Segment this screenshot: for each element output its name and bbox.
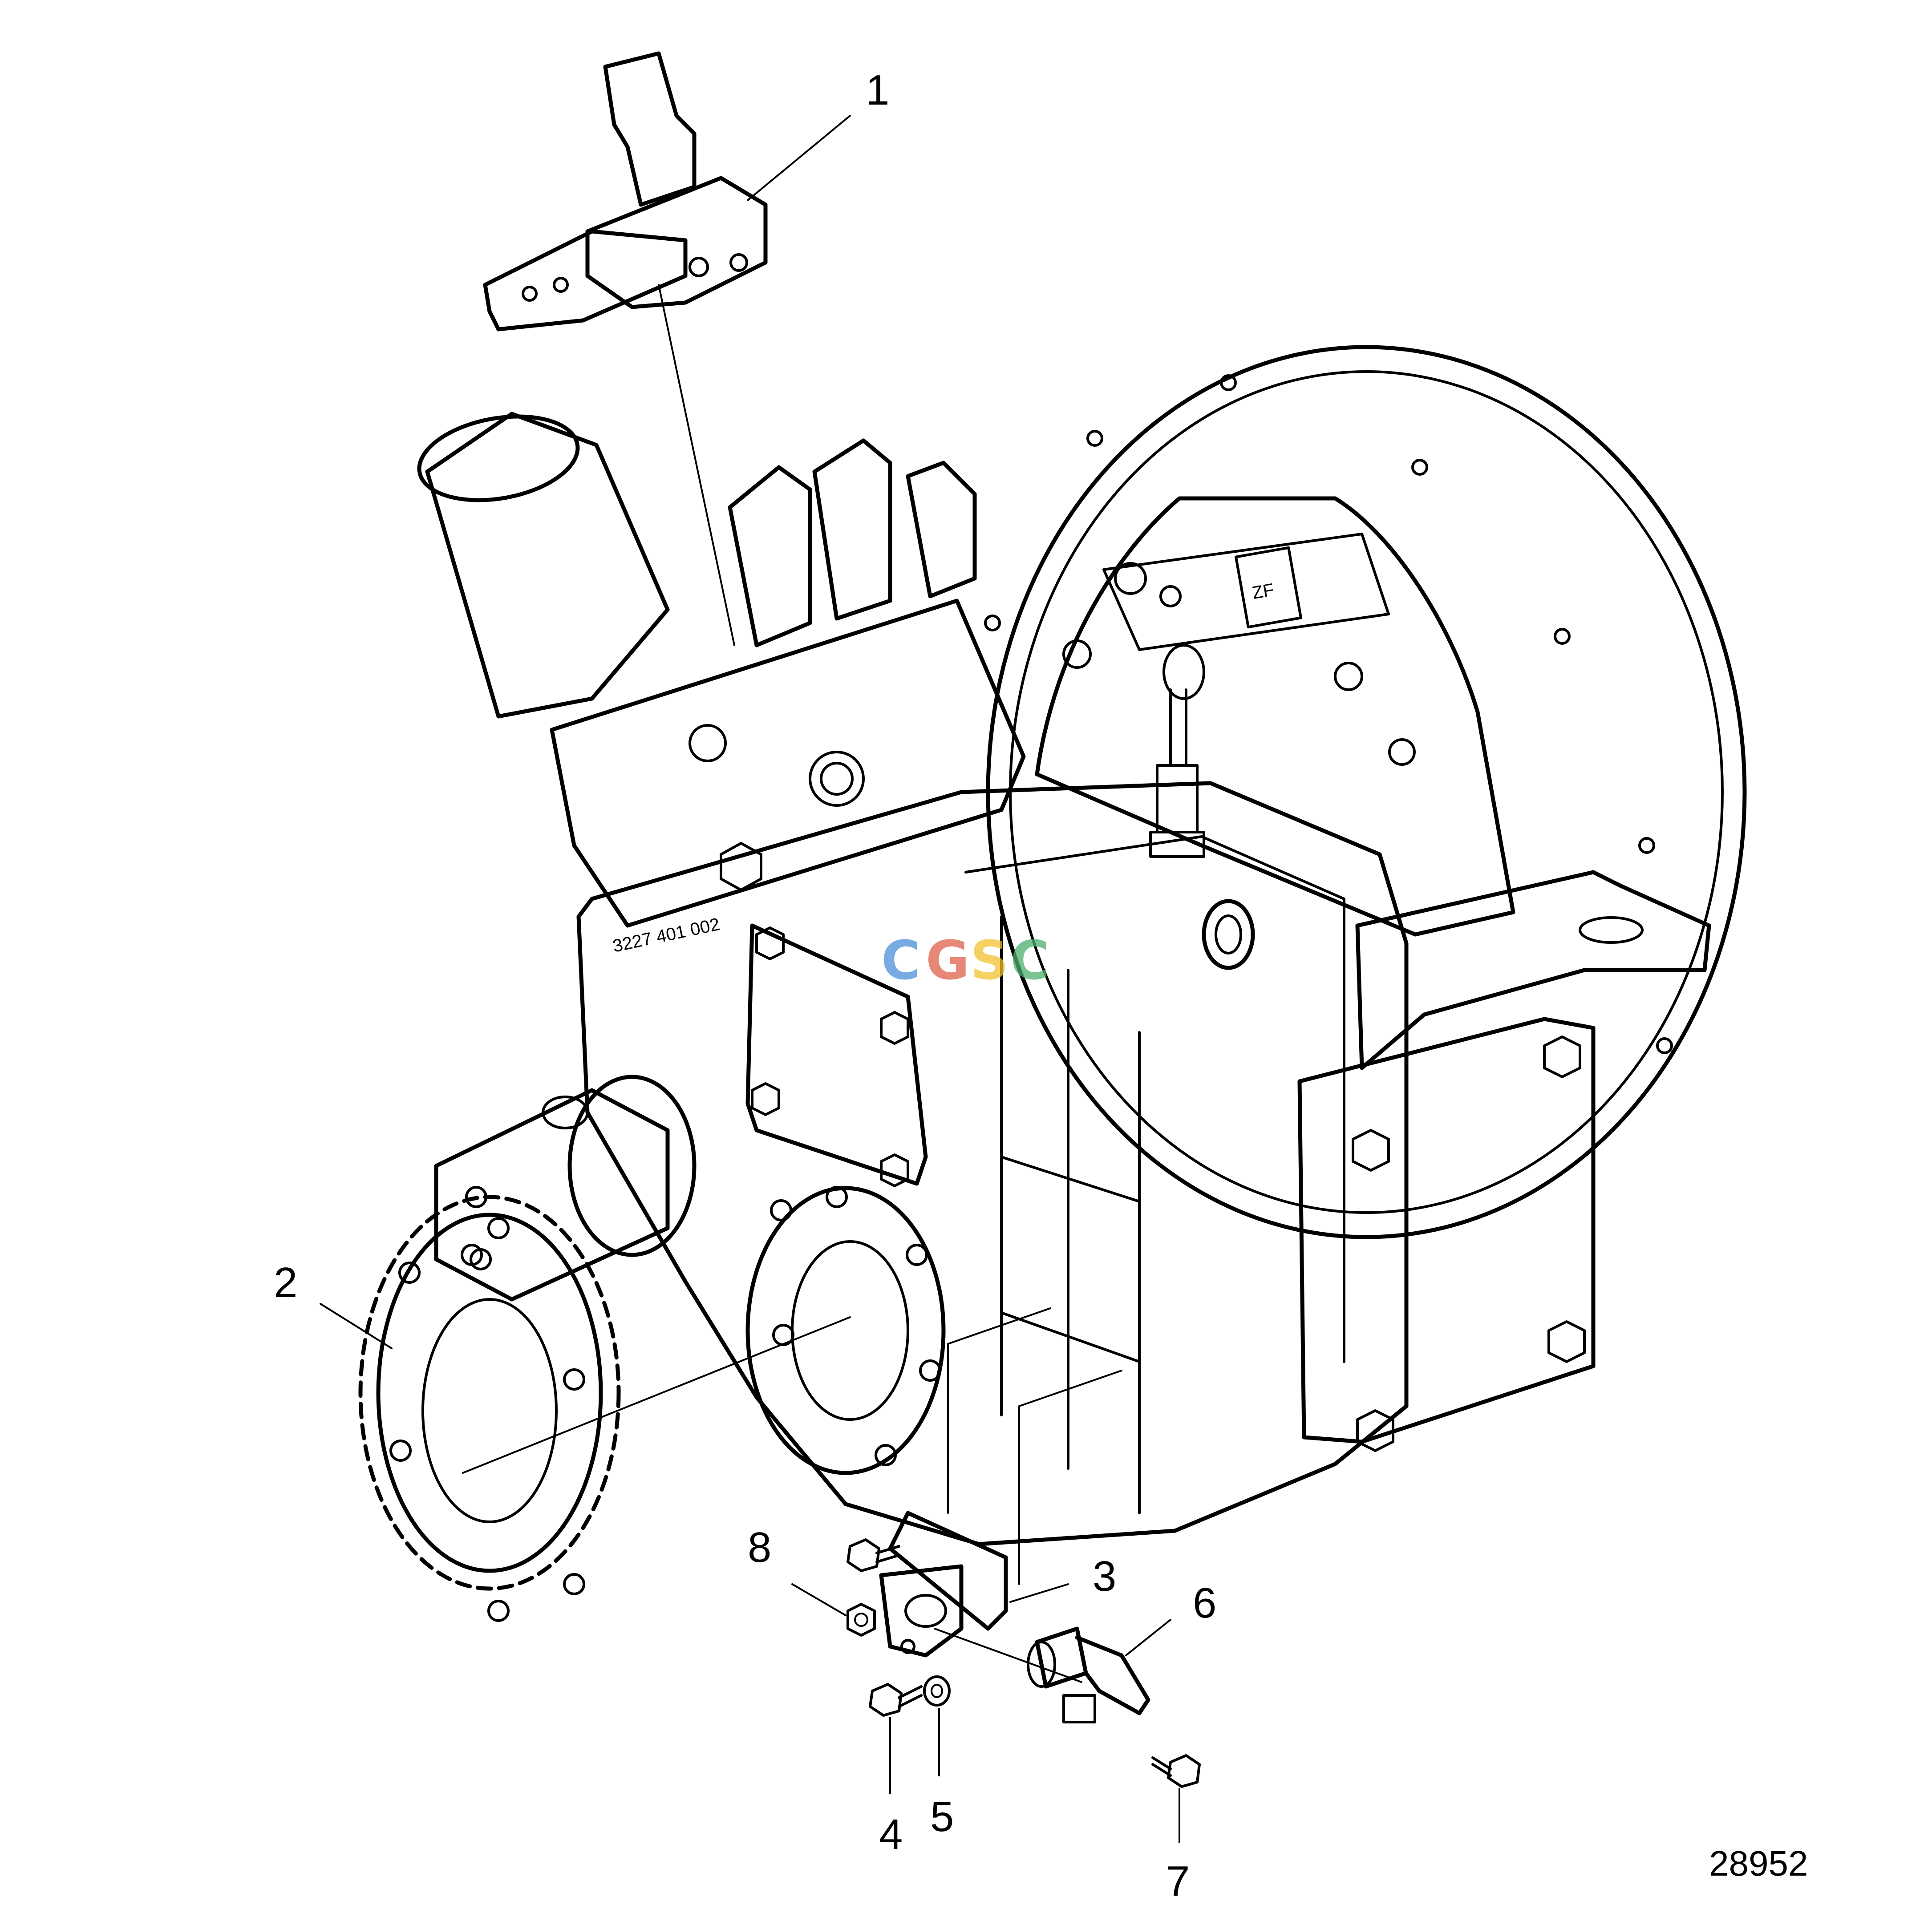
leader-lines xyxy=(320,115,1180,1843)
dipstick xyxy=(1149,644,1205,858)
zf-logo-text: ZF xyxy=(1251,580,1276,603)
callout-4: 4 xyxy=(879,1811,903,1858)
bolt-icon xyxy=(1151,1754,1201,1788)
watermark-letter-4: C xyxy=(1010,930,1049,992)
bolt-icon xyxy=(869,1683,923,1717)
callout-7: 7 xyxy=(1166,1857,1190,1905)
flywheel-housing xyxy=(984,345,1747,1239)
lifting-eye xyxy=(1202,899,1255,970)
gearbox-body: 3227 401 002 xyxy=(576,644,1409,1546)
valve-block-icon xyxy=(483,51,768,332)
speed-sensor-icon xyxy=(1027,1626,1150,1723)
callout-2: 2 xyxy=(274,1259,297,1306)
washer-icon xyxy=(923,1675,951,1707)
side-cover-bolts xyxy=(1352,1035,1586,1452)
watermark-logo: C G S C xyxy=(881,930,1049,992)
callout-8: 8 xyxy=(748,1524,771,1571)
front-cover-plate xyxy=(745,923,928,1187)
callout-5: 5 xyxy=(930,1793,954,1840)
callout-3: 3 xyxy=(1093,1553,1116,1600)
callout-6: 6 xyxy=(1193,1579,1216,1627)
sensor-bracket-icon xyxy=(879,1511,1008,1658)
oil-filter xyxy=(417,412,670,719)
housing-bolt-holes xyxy=(984,374,1673,1054)
output-flange xyxy=(745,1186,946,1475)
solenoid-valves xyxy=(728,438,977,647)
callout-1: 1 xyxy=(866,66,889,114)
watermark-letter-1: C xyxy=(881,930,920,992)
zf-logo-plate xyxy=(1235,546,1302,629)
bell-housing: ZF xyxy=(1035,496,1515,937)
toothed-ring-icon xyxy=(358,1195,621,1622)
mounting-bracket xyxy=(1355,870,1711,1070)
nut-icon xyxy=(847,1603,876,1637)
callouts: 1 2 3 4 5 6 7 8 xyxy=(274,66,1216,1905)
hydraulic-pump xyxy=(434,1075,697,1302)
drawing-number: 28952 xyxy=(1709,1844,1808,1883)
watermark-letter-3: S xyxy=(970,930,1009,992)
valve-housing xyxy=(550,599,1026,928)
side-cover xyxy=(1297,1017,1596,1452)
watermark-letter-2: G xyxy=(926,930,970,992)
bolt-icon xyxy=(847,1538,900,1572)
casting-mark: 3227 401 002 xyxy=(611,914,721,956)
